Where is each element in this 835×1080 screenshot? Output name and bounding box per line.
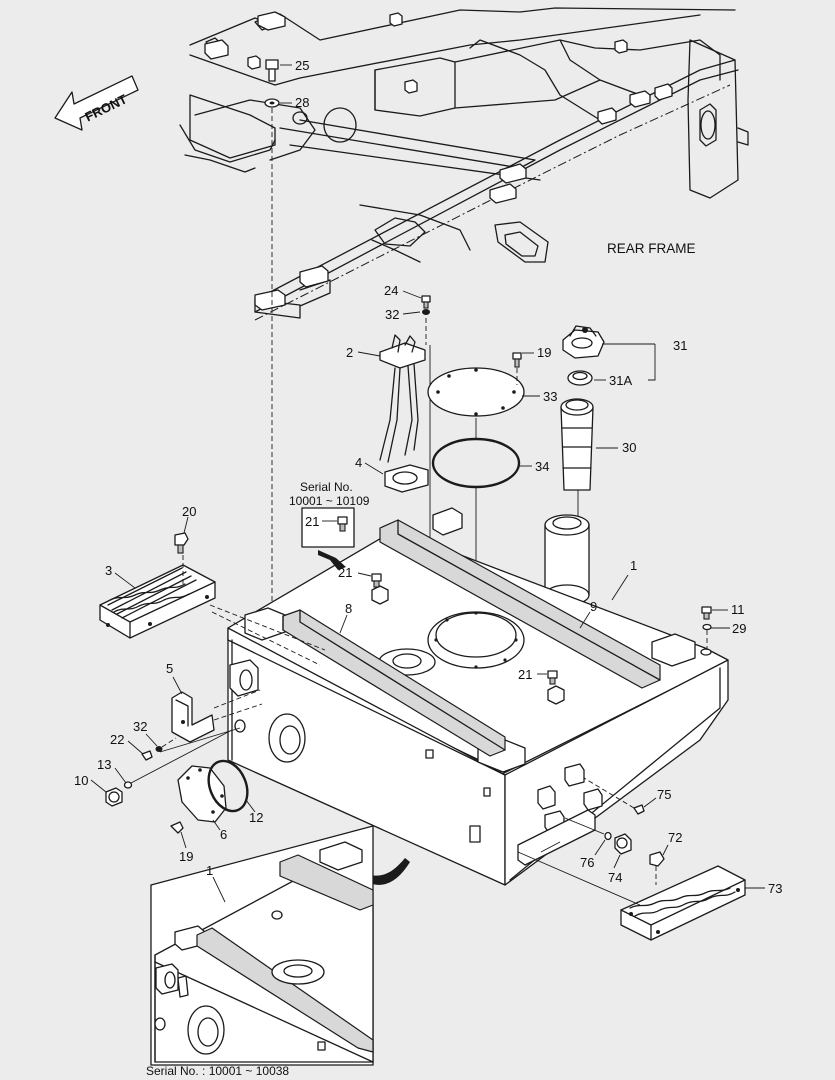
label-6: 6 [220,827,227,842]
label-25: 25 [295,58,309,73]
label-75: 75 [657,787,671,802]
label-74: 74 [608,870,622,885]
washer-32-side [145,733,177,752]
label-21-a: 21 [338,565,352,580]
bolt-72 [649,844,669,885]
o-ring-12 [207,759,256,813]
bolt-20 [174,516,189,585]
screw-24-washer-32 [402,290,431,345]
cover-plate-33 [427,367,540,417]
label-1-inset: 1 [206,863,213,878]
label-24: 24 [384,283,398,298]
beam-8 [282,609,506,757]
label-12: 12 [249,810,263,825]
label-30: 30 [622,440,636,455]
bolt-75 [583,777,657,815]
label-31: 31 [673,338,687,353]
label-1: 1 [630,558,637,573]
bolt-22 [127,740,153,761]
bolt-11-washer-29 [701,606,730,650]
label-2: 2 [346,345,353,360]
label-13: 13 [97,757,111,772]
serial-note-part: 21 [305,514,319,529]
step-alignment-line [209,604,326,651]
label-5: 5 [166,661,173,676]
label-11: 11 [731,602,745,617]
label-9: 9 [590,599,597,614]
bolt-19-side [170,821,187,849]
label-22: 22 [110,732,124,747]
label-20: 20 [182,504,196,519]
label-19-top: 19 [537,345,551,360]
serial-note-box: Serial No. 10001 ~ 10109 21 [289,480,370,570]
strainer-30 [560,398,618,491]
label-10: 10 [74,773,88,788]
inset-pointer-arrow [370,858,410,885]
label-73: 73 [768,881,782,896]
bolt-25 [264,59,292,108]
label-32-side: 32 [133,719,147,734]
cap-ring-31a [567,344,656,386]
label-3: 3 [105,563,112,578]
label-72: 72 [668,830,682,845]
bolt-19-top [512,352,534,385]
label-19-side: 19 [179,849,193,864]
bolt-21-a [357,572,382,588]
bolt-21-b [537,670,558,685]
front-direction-arrow: FRONT [54,75,139,131]
step-73 [620,865,765,941]
step-3 [99,564,216,639]
label-29: 29 [732,621,746,636]
label-31a: 31A [609,373,632,388]
o-ring-34 [431,437,532,489]
fuel-sender-unit-2 [357,334,429,493]
fuel-tank-1 [227,507,729,886]
leader-1 [611,574,629,601]
serial-note-line2: 10001 ~ 10109 [289,494,370,508]
label-28: 28 [295,95,309,110]
label-76: 76 [580,855,594,870]
rear-frame [179,7,749,321]
beam-9 [379,519,661,689]
serial-note-line1: Serial No. [300,480,353,494]
label-4: 4 [355,455,362,470]
plug-10-washer-13 [90,729,233,807]
filler-cap-31 [562,325,655,359]
label-34: 34 [535,459,549,474]
label-32-top: 32 [385,307,399,322]
rear-frame-label: REAR FRAME [607,241,696,256]
label-33: 33 [543,389,557,404]
bracket-5 [171,676,215,743]
label-21-b: 21 [518,667,532,682]
inset-caption: Serial No. : 10001 ~ 10038 [146,1064,289,1078]
plug-74-washer-76 [564,817,632,869]
label-8: 8 [345,601,352,616]
cover-6 [177,765,227,831]
part-labels: 25 28 24 32 2 19 31 31A 33 30 34 4 20 21… [74,58,782,1078]
inset-view [150,825,374,1066]
